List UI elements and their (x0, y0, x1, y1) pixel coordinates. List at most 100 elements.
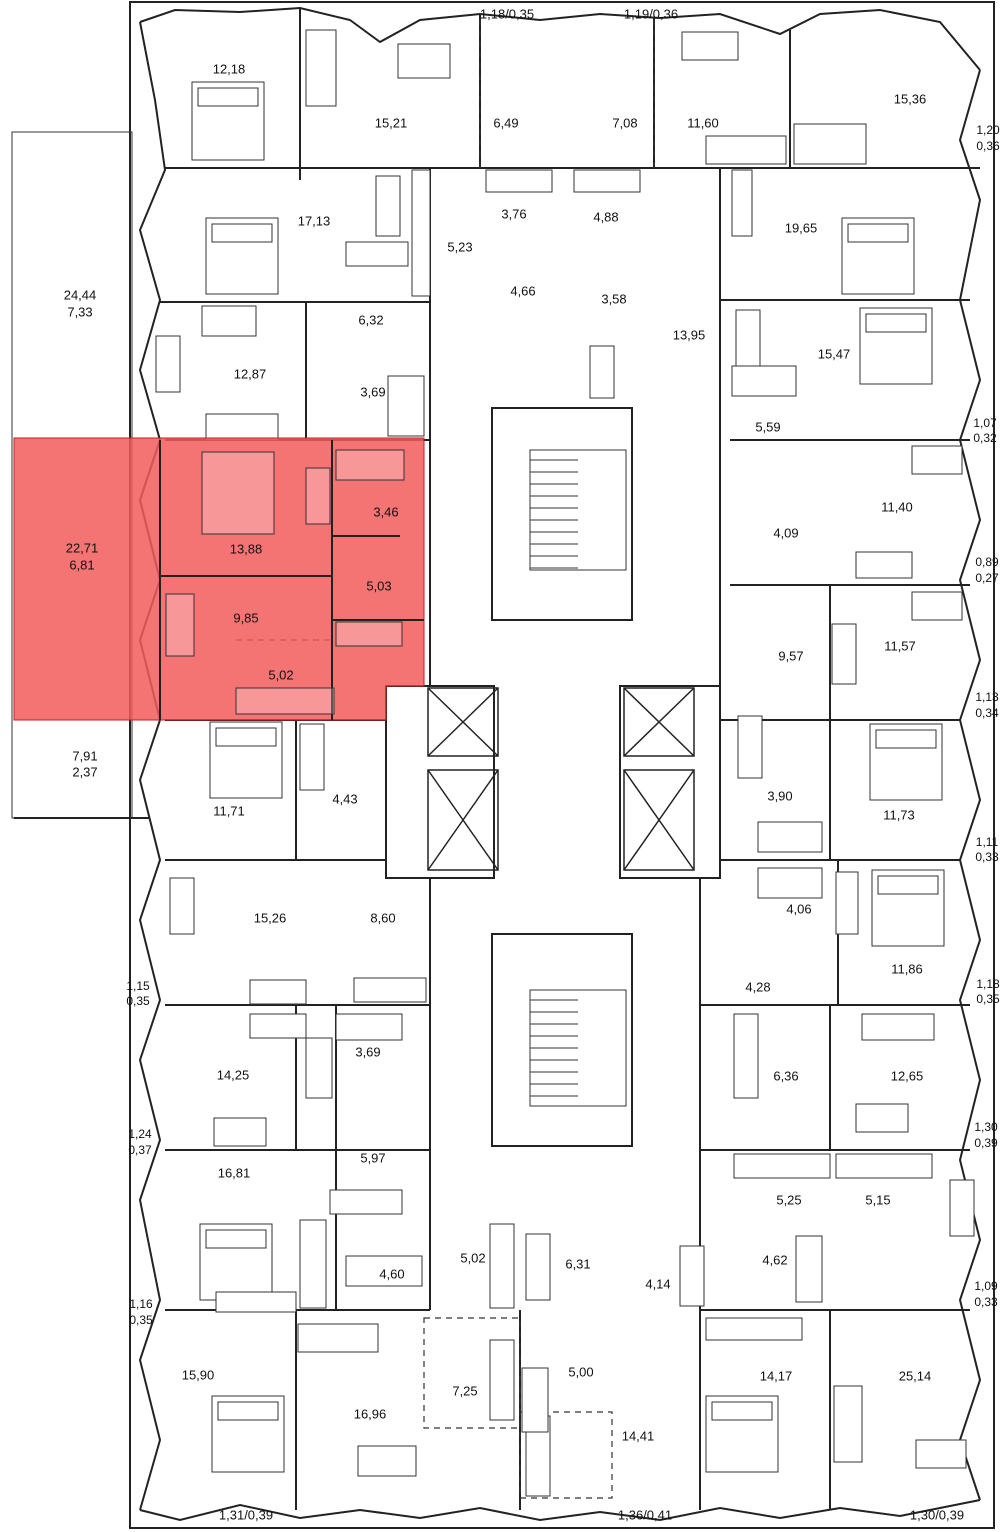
area-label: 15,47 (818, 346, 851, 361)
area-label: 4,43 (332, 791, 357, 806)
area-label: 1,24 (128, 1127, 152, 1141)
area-label: 11,71 (213, 803, 245, 818)
area-label: 0,39 (974, 1136, 998, 1150)
area-label: 12,18 (213, 61, 246, 76)
area-label: 9,57 (778, 648, 803, 663)
area-label: 24,44 (64, 287, 97, 302)
area-label: 2,37 (72, 764, 97, 779)
area-label: 4,06 (786, 901, 811, 916)
area-label: 0,36 (976, 139, 1000, 153)
elevator-shafts (427, 687, 695, 871)
area-label: 9,85 (233, 610, 258, 625)
area-label: 14,41 (622, 1428, 655, 1443)
area-label: 8,60 (370, 910, 395, 925)
area-label: 1,09 (974, 1279, 998, 1293)
stair-lower (491, 933, 633, 1147)
area-label: 4,09 (773, 525, 798, 540)
area-label: 5,23 (447, 239, 472, 254)
area-label: 0,27 (975, 571, 999, 585)
area-label: 0,35 (129, 1313, 153, 1327)
area-label: 7,25 (452, 1383, 477, 1398)
area-label: 19,65 (785, 220, 818, 235)
area-label: 16,96 (354, 1406, 387, 1421)
area-label: 15,21 (375, 115, 408, 130)
area-label: 3,90 (767, 788, 792, 803)
area-label: 6,81 (69, 557, 94, 572)
kitchen-fixtures (205, 413, 933, 1433)
area-label: 1,18/0,35 (480, 6, 534, 21)
wardrobe-fixtures (215, 169, 859, 1341)
area-label: 6,36 (773, 1068, 798, 1083)
stair-upper (491, 407, 633, 621)
area-label: 5,02 (268, 667, 293, 682)
area-label: 17,13 (298, 213, 331, 228)
area-label: 4,14 (645, 1276, 670, 1291)
area-label: 1,31/0,39 (219, 1507, 273, 1522)
area-label: 0,89 (975, 555, 999, 569)
area-label: 0,32 (973, 431, 997, 445)
area-label: 7,91 (72, 748, 97, 763)
area-label: 11,86 (891, 961, 923, 976)
area-label: 4,88 (593, 209, 618, 224)
stair-lower-steps (529, 989, 627, 1107)
area-label: 1,30 (974, 1120, 998, 1134)
area-label: 0,34 (975, 706, 999, 720)
area-label: 1,13 (975, 690, 999, 704)
area-label: 3,76 (501, 206, 526, 221)
area-label: 5,59 (755, 419, 780, 434)
area-label: 1,11 (976, 835, 999, 849)
area-label: 5,25 (776, 1192, 801, 1207)
area-label: 7,33 (67, 304, 92, 319)
area-label: 5,97 (360, 1150, 385, 1165)
area-label: 3,46 (373, 504, 398, 519)
area-label: 5,02 (460, 1250, 485, 1265)
area-label: 0,37 (128, 1143, 152, 1157)
area-label: 6,49 (493, 115, 518, 130)
area-label: 0,35 (976, 992, 1000, 1006)
area-label: 0,33 (975, 850, 999, 864)
area-label: 5,15 (865, 1192, 890, 1207)
area-label: 3,69 (355, 1044, 380, 1059)
area-label: 1,15 (126, 979, 150, 993)
highlighted-unit[interactable] (13, 437, 425, 721)
area-label: 13,95 (673, 327, 706, 342)
area-label: 7,08 (612, 115, 637, 130)
furniture-fixtures (155, 29, 975, 1497)
area-label: 4,60 (379, 1266, 404, 1281)
dashed-zones (236, 20, 655, 1499)
area-label: 11,60 (687, 115, 719, 130)
area-label: 14,17 (760, 1368, 793, 1383)
area-label: 1,36/0,41 (618, 1507, 672, 1522)
area-label: 1,20 (976, 123, 1000, 137)
area-label: 4,28 (745, 979, 770, 994)
area-label: 5,00 (568, 1364, 593, 1379)
core-right-corridor (619, 685, 721, 879)
area-label: 15,90 (182, 1367, 215, 1382)
area-label: 1,19/0,36 (624, 6, 678, 21)
area-label: 25,14 (899, 1368, 932, 1383)
facade-west (138, 21, 167, 1511)
area-label: 1,30/0,39 (910, 1507, 964, 1522)
area-label: 15,26 (254, 910, 287, 925)
area-label: 6,32 (358, 312, 383, 327)
area-labels: 12,18 15,21 6,49 7,08 11,60 15,36 1,18/0… (64, 6, 1000, 1522)
area-label: 13,88 (230, 541, 263, 556)
interior-walls (14, 8, 980, 1510)
area-label: 12,65 (891, 1068, 924, 1083)
facade-east (958, 69, 982, 1501)
building-outline (129, 1, 995, 1529)
area-label: 12,87 (234, 366, 267, 381)
bed-fixtures (191, 81, 945, 1473)
facade-top (139, 6, 981, 71)
area-label: 14,25 (217, 1067, 250, 1082)
area-label: 3,69 (360, 384, 385, 399)
area-label: 3,58 (601, 291, 626, 306)
area-label: 5,03 (366, 578, 391, 593)
area-label: 4,66 (510, 283, 535, 298)
highlighted-unit-area[interactable] (13, 437, 425, 721)
area-label: 0,35 (126, 994, 150, 1008)
area-label: 16,81 (218, 1165, 251, 1180)
area-label: 4,62 (762, 1252, 787, 1267)
area-label: 22,71 (66, 540, 99, 555)
